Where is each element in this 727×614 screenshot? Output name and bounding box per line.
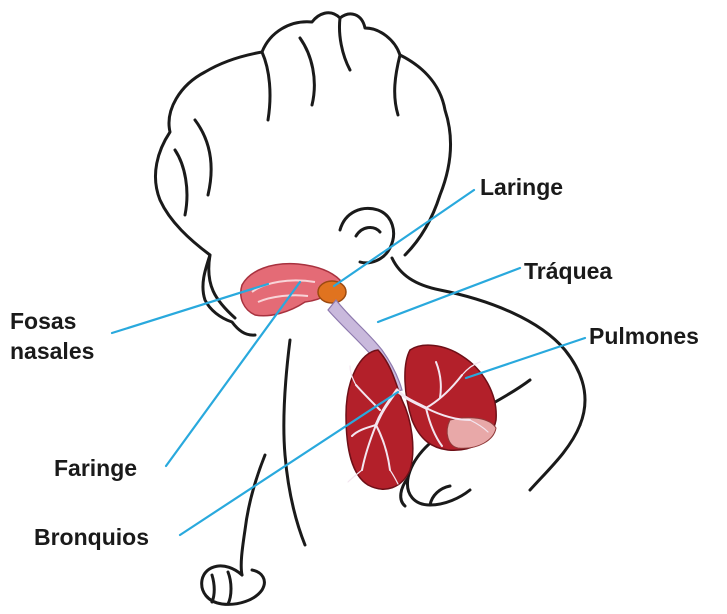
larynx — [318, 281, 346, 303]
label-pulmones: Pulmones — [589, 321, 699, 351]
ear-outline — [340, 208, 394, 262]
ear-inner — [356, 227, 380, 236]
leader-line-traquea — [378, 268, 520, 322]
child-outline — [155, 13, 585, 605]
hair-strands — [175, 18, 400, 215]
leader-line-fosas — [112, 284, 268, 333]
chest-outline — [284, 340, 305, 545]
label-faringe: Faringe — [54, 453, 137, 483]
fist-outline — [202, 566, 265, 604]
leader-lines — [112, 190, 585, 535]
label-traquea: Tráquea — [524, 256, 612, 286]
right-lung-lobe — [447, 418, 496, 449]
label-fosas-line2: nasales — [10, 336, 94, 366]
label-fosas-nasales: Fosas nasales — [10, 306, 94, 366]
leader-line-pulmones — [466, 338, 585, 378]
label-bronquios: Bronquios — [34, 522, 149, 552]
label-laringe: Laringe — [480, 172, 563, 202]
label-fosas-line1: Fosas — [10, 306, 94, 336]
lungs — [346, 345, 496, 489]
leader-line-laringe — [334, 190, 474, 286]
lower-arm-outline — [241, 455, 265, 575]
back-outline — [530, 425, 580, 490]
